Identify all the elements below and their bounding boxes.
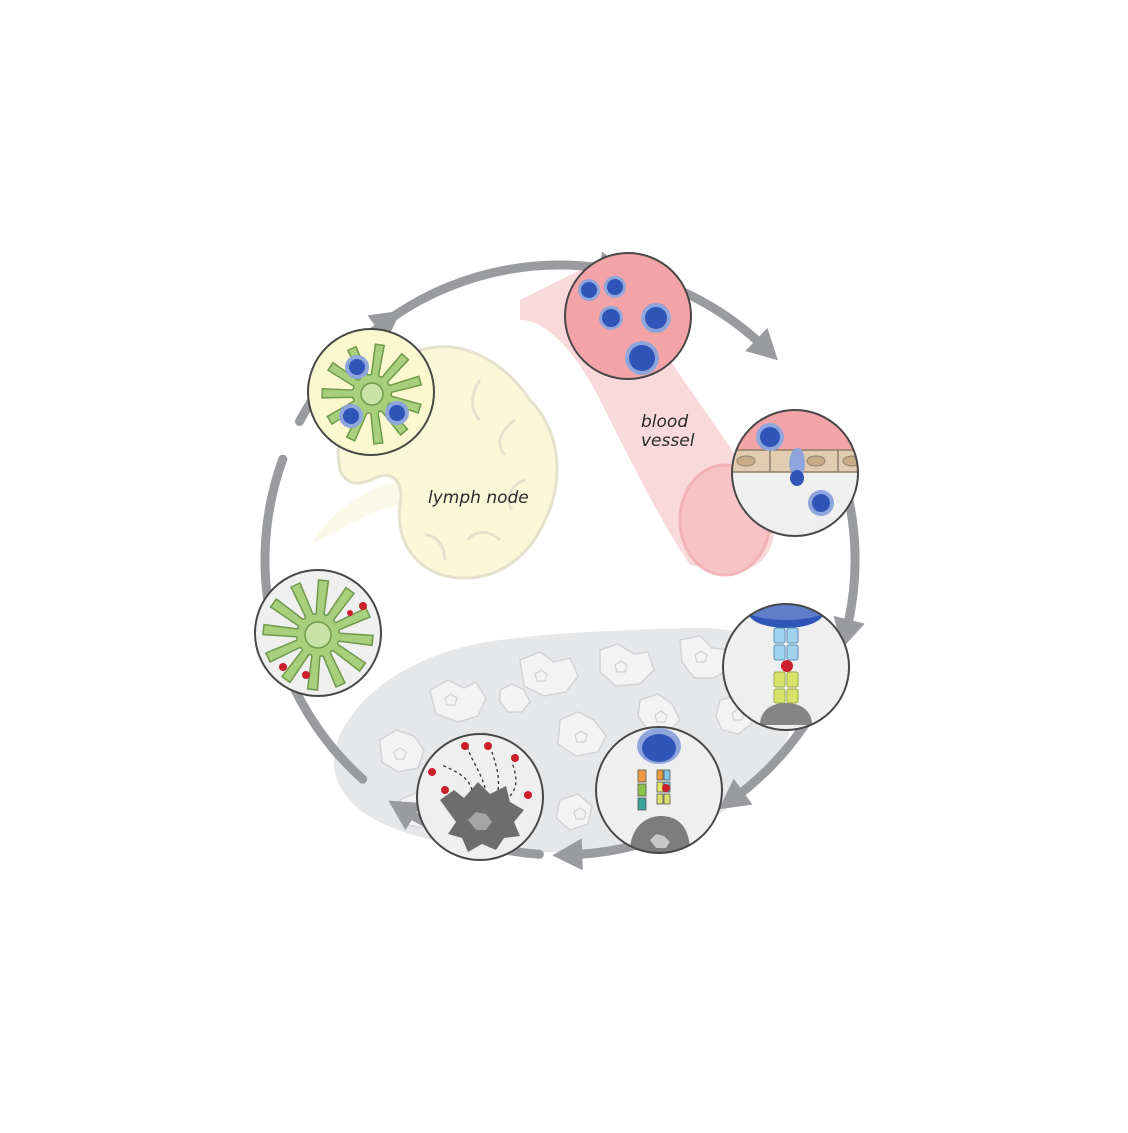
tcr-icon [773,627,799,661]
cycle-arrowhead-icon [552,838,583,871]
blood-vessel-label-line2: vessel [641,431,695,451]
step-priming-circle [307,328,435,456]
cycle-arrowhead-icon [745,327,778,361]
cycle-arrowhead-icon [367,310,402,342]
blood-vessel-label-line1: blood [641,412,689,432]
step-recognition-circle [722,603,850,731]
cycle-arrowhead-icon [718,778,753,810]
antigen-release-dots [428,742,532,799]
antigen-icon [781,660,793,672]
cycle-arc [382,260,606,326]
step-killing-circle [416,733,544,861]
step-antigen-presentation-circle [254,569,382,697]
cycle-arrowhead-icon [388,800,423,831]
mhc-icon [773,671,799,704]
step-trafficking-circle [564,252,692,380]
dendritic-cell-icon [262,579,374,691]
t-cell-icon [578,276,671,375]
step-checkpoint-circle [595,726,723,854]
lymph-node-label: lymph node [428,488,529,508]
